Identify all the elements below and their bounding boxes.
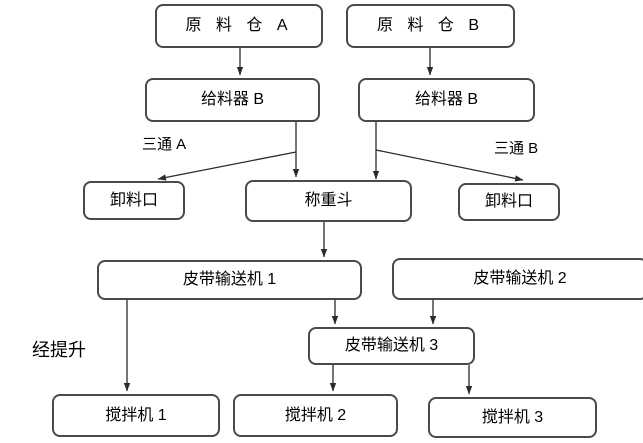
node-belt-conveyor-3: 皮带输送机 3 xyxy=(308,327,475,365)
node-feeder-b: 给料器 B xyxy=(358,78,535,122)
node-raw-bin-b: 原 料 仓 B xyxy=(346,4,515,48)
node-mixer-3: 搅拌机 3 xyxy=(428,397,597,438)
label-tee-b: 三通 B xyxy=(494,140,539,157)
label-via-lifting: 经提升 xyxy=(32,340,86,360)
label-tee-a: 三通 A xyxy=(142,136,187,153)
node-feeder-a: 给料器 B xyxy=(145,78,320,122)
node-belt-conveyor-1: 皮带输送机 1 xyxy=(97,260,362,300)
node-discharge-port-b: 卸料口 xyxy=(458,183,560,221)
node-mixer-2: 搅拌机 2 xyxy=(233,394,398,437)
connector-tee-b-to-discharge-b xyxy=(375,149,524,182)
node-belt-conveyor-2: 皮带输送机 2 xyxy=(392,258,643,300)
node-discharge-port-a: 卸料口 xyxy=(83,181,185,220)
connector-tee-a-to-discharge-a xyxy=(157,151,297,181)
node-mixer-1: 搅拌机 1 xyxy=(52,394,220,437)
node-raw-bin-a: 原 料 仓 A xyxy=(155,4,323,48)
node-weigh-hopper: 称重斗 xyxy=(245,180,412,222)
